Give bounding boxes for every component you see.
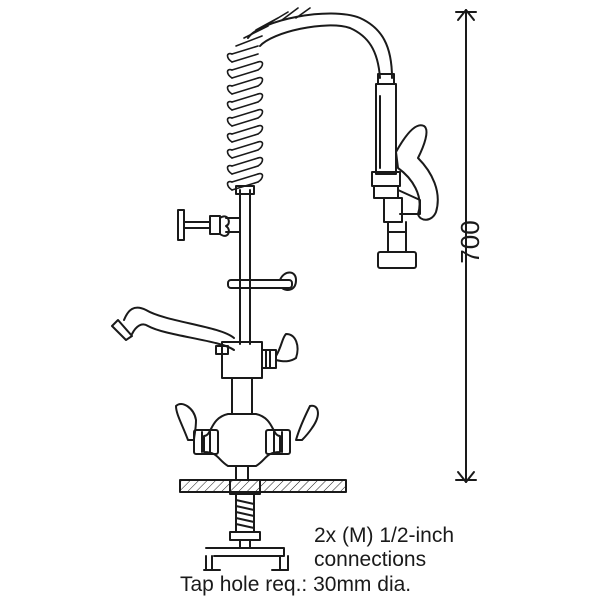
tap-hole-note: Tap hole req.: 30mm dia. bbox=[180, 573, 412, 596]
right-lever-handle bbox=[295, 404, 319, 441]
gooseneck-hose bbox=[247, 12, 395, 85]
spray-lever bbox=[395, 124, 439, 221]
counter-top bbox=[179, 479, 347, 493]
connections-note-line1: 2x (M) 1/2-inch bbox=[314, 524, 455, 547]
inlet-connections bbox=[203, 539, 289, 571]
upper-lever-handle bbox=[275, 333, 299, 363]
height-dimension-line bbox=[455, 9, 477, 483]
connections-note-line2: connections bbox=[314, 548, 427, 571]
spring-coil bbox=[226, 7, 311, 191]
upper-valve-body bbox=[215, 341, 277, 415]
spray-head bbox=[371, 83, 421, 269]
wall-bracket bbox=[177, 209, 241, 241]
swing-spout bbox=[111, 306, 235, 351]
vertical-riser bbox=[235, 185, 255, 345]
mounting-shank bbox=[229, 479, 261, 541]
height-dimension-label: 700 bbox=[455, 220, 485, 264]
hose-hook bbox=[227, 271, 297, 291]
left-lever-handle bbox=[175, 402, 197, 441]
lower-valve-body bbox=[193, 413, 291, 481]
